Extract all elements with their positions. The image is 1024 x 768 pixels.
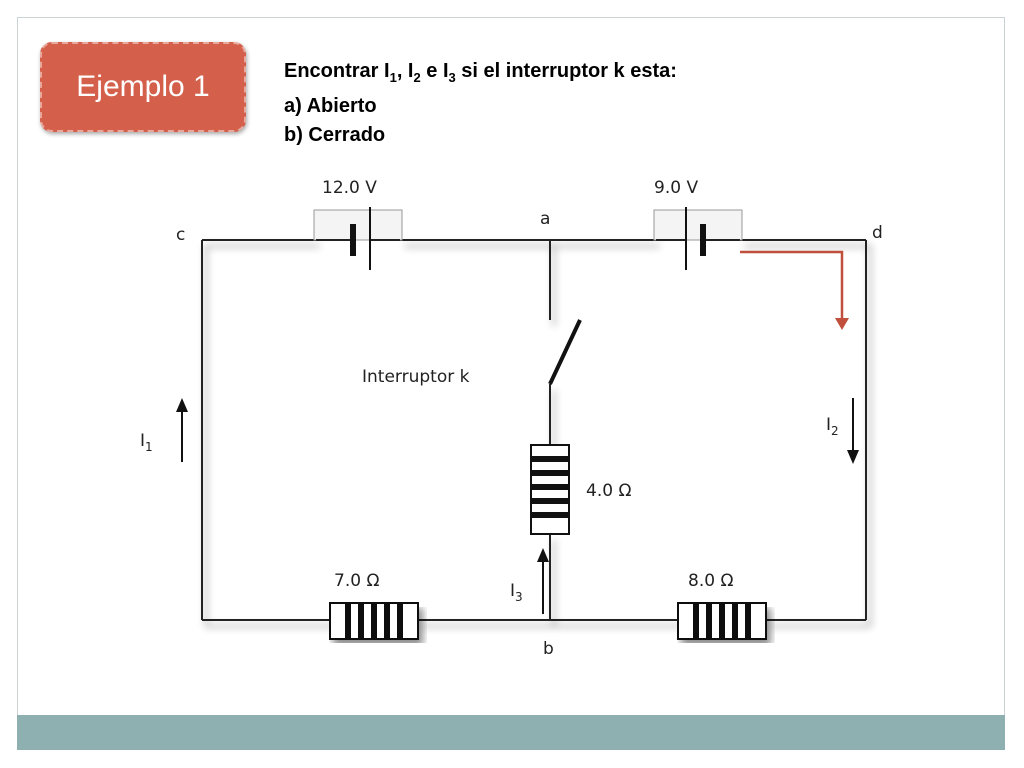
direction-arrow bbox=[740, 250, 849, 330]
problem-sub-3: 3 bbox=[448, 70, 456, 85]
problem-line-2: a) Abierto bbox=[284, 95, 377, 117]
current-1-sub: 1 bbox=[145, 440, 153, 454]
resistor-middle-label: 4.0 Ω bbox=[586, 481, 631, 501]
node-b-label: b bbox=[543, 639, 554, 659]
problem-text: e I bbox=[420, 60, 449, 82]
current-3-sub: 3 bbox=[515, 590, 523, 604]
resistor-left bbox=[329, 602, 419, 640]
resistor-left-label: 7.0 Ω bbox=[334, 571, 379, 591]
problem-text: si el interruptor k esta: bbox=[455, 60, 677, 82]
current-2-label: I2 bbox=[826, 415, 839, 438]
resistor-right bbox=[677, 602, 767, 640]
node-a-label: a bbox=[540, 209, 550, 229]
example-badge: Ejemplo 1 bbox=[40, 42, 246, 132]
problem-sub-1: 1 bbox=[389, 70, 397, 85]
battery-left-label: 12.0 V bbox=[322, 178, 377, 198]
current-2-sub: 2 bbox=[831, 424, 839, 438]
slide-frame bbox=[17, 17, 1005, 750]
current-arrow-2 bbox=[847, 398, 859, 464]
problem-text: , I bbox=[396, 60, 414, 82]
current-1-label: I1 bbox=[140, 431, 153, 454]
example-badge-label: Ejemplo 1 bbox=[76, 70, 210, 103]
current-3-label: I3 bbox=[510, 581, 523, 604]
battery-left bbox=[313, 207, 403, 270]
problem-line-3: b) Cerrado bbox=[284, 124, 386, 146]
current-arrow-1 bbox=[176, 398, 188, 462]
battery-right-label: 9.0 V bbox=[654, 178, 698, 198]
current-1-letter: I bbox=[140, 431, 145, 451]
node-d-label: d bbox=[872, 223, 883, 243]
resistor-middle bbox=[530, 444, 570, 535]
problem-statement: Encontrar I1, I2 e I3 si el interruptor … bbox=[284, 57, 677, 150]
switch-label: Interruptor k bbox=[362, 367, 470, 387]
current-arrow-3 bbox=[537, 548, 549, 614]
circuit-wires bbox=[201, 239, 867, 621]
current-3-letter: I bbox=[510, 581, 515, 601]
battery-right bbox=[653, 207, 743, 270]
resistor-right-label: 8.0 Ω bbox=[688, 571, 733, 591]
current-2-letter: I bbox=[826, 415, 831, 435]
switch-blade bbox=[548, 319, 582, 385]
problem-line-1: Encontrar I1, I2 e I3 si el interruptor … bbox=[284, 57, 677, 92]
problem-sub-2: 2 bbox=[413, 70, 421, 85]
footer-bar bbox=[17, 715, 1005, 750]
problem-text: Encontrar I bbox=[284, 60, 390, 82]
node-c-label: c bbox=[176, 225, 185, 245]
